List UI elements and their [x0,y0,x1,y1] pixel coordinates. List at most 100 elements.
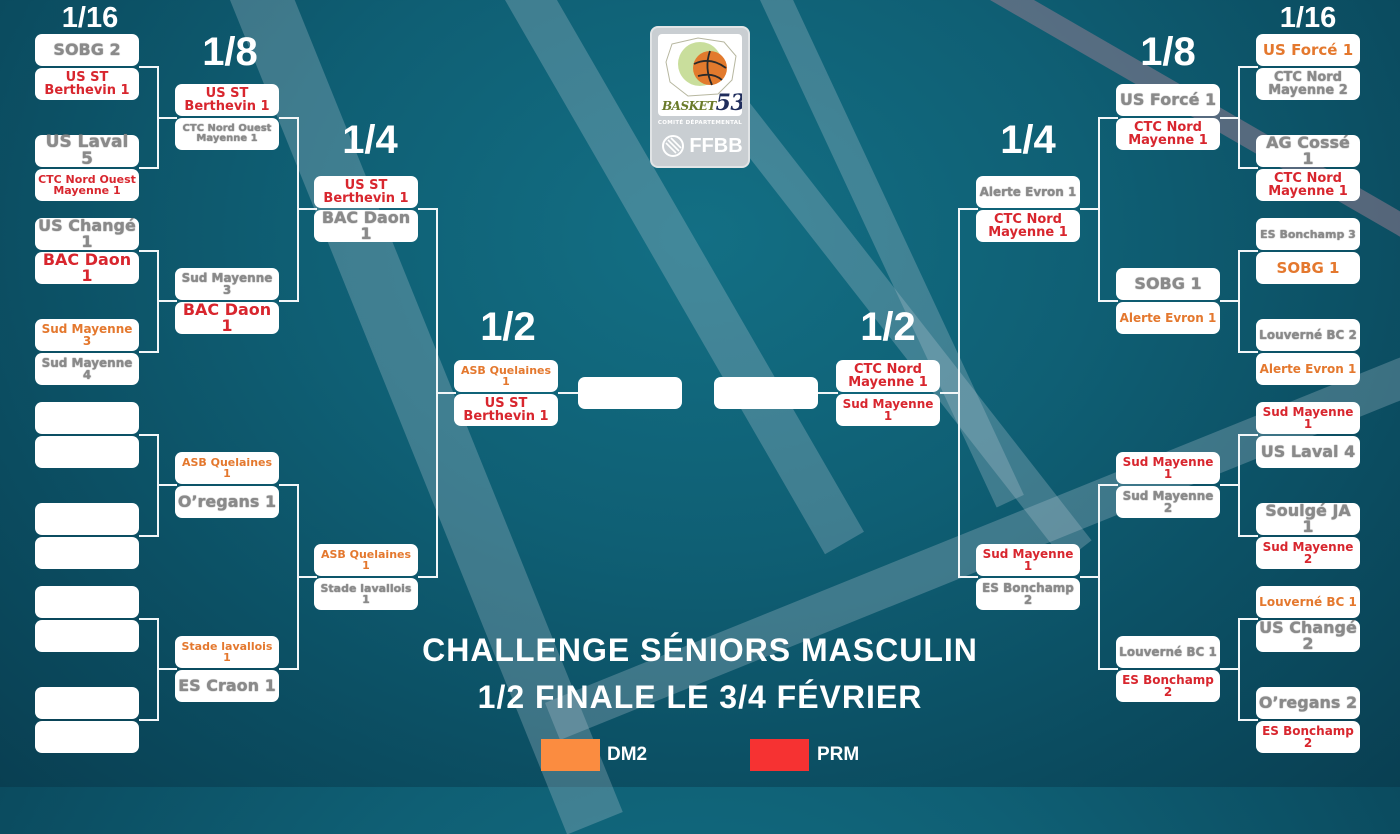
connector-line [1238,250,1258,252]
match-left-r8-3: ASB Quelaines 1 O’regans 1 [175,452,279,518]
team-slot: AG Cossé 1 [1256,135,1360,167]
logo-subtitle: COMITÉ DÉPARTEMENTAL [657,120,743,126]
round-label-left-1-8: 1/8 [202,30,258,74]
team-slot: Sud Mayenne 1 [1256,402,1360,434]
team-slot: Sud Mayenne 1 [976,544,1080,576]
team-slot: Sud Mayenne 2 [1256,537,1360,569]
round-label-left-1-16: 1/16 [61,2,119,34]
team-slot: Sud Mayenne 1 [1116,452,1220,484]
connector-line [279,484,299,486]
match-left-r4-1: US ST Berthevin 1 BAC Daon 1 [314,176,418,242]
team-slot: ASB Quelaines 1 [314,544,418,576]
connector-line [1238,351,1258,353]
final-slot-left [578,377,682,409]
match-right-r16-5: Sud Mayenne 1 US Laval 4 [1256,402,1360,468]
team-slot: Louverné BC 1 [1116,636,1220,668]
team-slot: BAC Daon 1 [175,302,279,334]
team-name: CTC Nord Mayenne 1 [1128,120,1208,148]
team-slot: O’regans 2 [1256,687,1360,719]
connector-line [139,167,159,169]
match-right-r16-7: Louverné BC 1 US Changé 2 [1256,586,1360,652]
match-left-r16-2: US Laval 5 CTC Nord Ouest Mayenne 1 [35,134,139,201]
round-label-left-1-4: 1/4 [342,118,398,162]
match-right-r16-1: US Forcé 1 CTC Nord Mayenne 2 [1256,34,1360,100]
event-title: CHALLENGE SÉNIORS MASCULIN [422,632,978,668]
match-left-r4-2: ASB Quelaines 1 Stade lavallois 1 [314,544,418,610]
team-slot: Sud Mayenne 1 [836,394,940,426]
team-slot: Sud Mayenne 3 [35,319,139,351]
match-left-r8-4: Stade lavallois 1 ES Craon 1 [175,636,279,702]
legend-swatch-prm [750,739,809,771]
ffbb-badge: FFBB [660,132,744,160]
match-right-r4-1: Alerte Evron 1 CTC Nord Mayenne 1 [976,176,1080,242]
match-left-r16-3: US Changé 1 BAC Daon 1 [35,218,139,284]
connector-line [157,668,177,670]
connector-line [1238,618,1240,721]
team-slot: CTC Nord Mayenne 1 [1256,169,1360,201]
connector-line [418,208,438,210]
match-right-r8-4: Louverné BC 1 ES Bonchamp 2 [1116,636,1220,702]
connector-line [1220,668,1240,670]
team-slot: Alerte Evron 1 [976,176,1080,208]
team-slot: O’regans 1 [175,486,279,518]
ffbb-ball-icon [662,135,685,157]
team-slot: Sud Mayenne 3 [175,268,279,300]
basket53-logo: BASKET53 COMITÉ DÉPARTEMENTAL FFBB [650,26,750,168]
connector-line [418,576,438,578]
connector-line [139,434,159,436]
connector-line [139,66,159,68]
match-right-r16-2: AG Cossé 1 CTC Nord Mayenne 1 [1256,135,1360,201]
team-slot: ASB Quelaines 1 [175,452,279,484]
team-slot: CTC Nord Mayenne 1 [836,360,940,392]
connector-line [1220,484,1240,486]
connector-line [1220,117,1240,119]
connector-line [818,392,838,394]
team-slot-empty [35,586,139,618]
team-slot-empty [35,537,139,569]
match-left-r16-1: SOBG 2 US ST Berthevin 1 [35,34,139,100]
team-slot: CTC Nord Ouest Mayenne 1 [35,169,139,201]
connector-line [1238,66,1240,169]
team-slot: US Changé 2 [1256,620,1360,652]
connector-line [139,535,159,537]
match-right-semifinal: CTC Nord Mayenne 1 Sud Mayenne 1 [836,360,940,426]
match-right-r16-6: Soulgé JA 1 Sud Mayenne 2 [1256,503,1360,569]
connector-line [940,392,960,394]
connector-line [1098,117,1100,302]
connector-line [139,250,159,252]
team-slot: SOBG 2 [35,34,139,66]
team-slot: ASB Quelaines 1 [454,360,558,392]
team-slot: BAC Daon 1 [35,252,139,284]
team-slot: CTC Nord Mayenne 1 [1116,118,1220,150]
team-slot: Louverné BC 2 [1256,319,1360,351]
match-right-r16-8: O’regans 2 ES Bonchamp 2 [1256,687,1360,753]
team-slot: US Laval 4 [1256,436,1360,468]
connector-line [436,392,456,394]
ffbb-text: FFBB [689,134,743,157]
round-label-right-1-4: 1/4 [1000,118,1056,162]
team-slot: CTC Nord Mayenne 2 [1256,68,1360,100]
logo-basket-text: BASKET [662,99,716,113]
match-right-r8-1: US Forcé 1 CTC Nord Mayenne 1 [1116,84,1220,150]
connector-line [157,300,177,302]
connector-line [1098,117,1118,119]
team-slot: Soulgé JA 1 [1256,503,1360,535]
connector-line [1098,484,1100,670]
team-slot: US Forcé 1 [1116,84,1220,116]
connector-line [139,351,159,353]
team-slot-empty [35,721,139,753]
match-left-r16-8 [35,687,139,753]
connector-line [1098,484,1118,486]
round-label-right-1-16: 1/16 [1279,2,1337,34]
team-slot: Stade lavallois 1 [314,578,418,610]
round-label-right-1-8: 1/8 [1140,30,1196,74]
connector-line [139,618,159,620]
connector-line [139,719,159,721]
team-name: CTC Nord Ouest Mayenne 1 [38,173,136,197]
connector-line [958,208,978,210]
connector-line [1238,618,1258,620]
match-right-r8-2: SOBG 1 Alerte Evron 1 [1116,268,1220,334]
connector-line [279,117,299,119]
logo-number: 53 [715,90,742,116]
team-slot: US Laval 5 [35,134,139,168]
